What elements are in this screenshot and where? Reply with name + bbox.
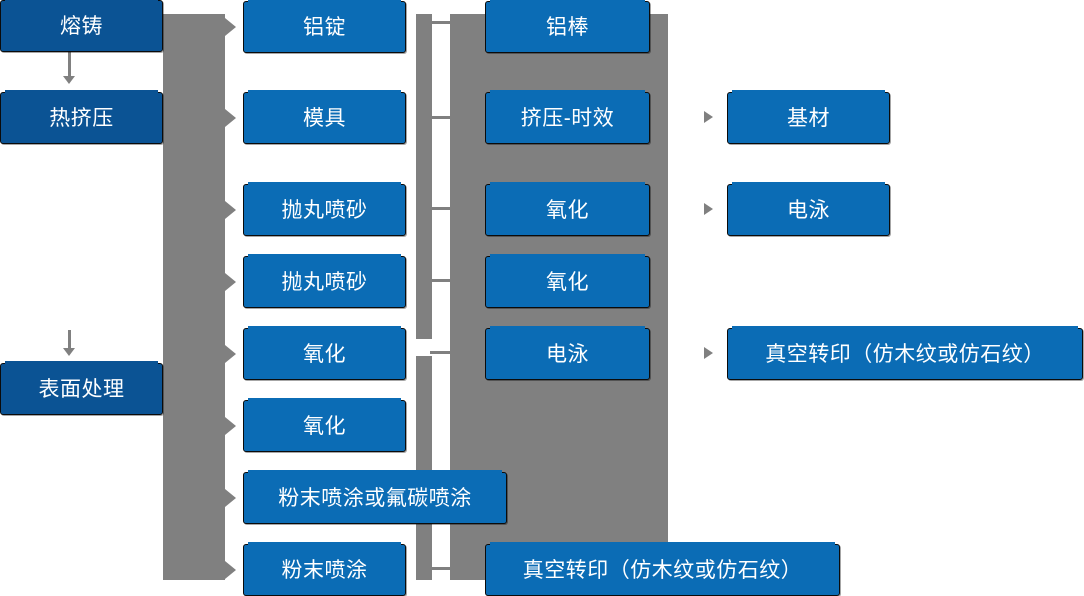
arrow-down-to-hot-extrusion [63,76,75,84]
node-label: 铝棒 [546,15,589,39]
node-label: 氧化 [546,198,589,222]
node-cap [490,326,645,329]
node-hot-extrusion[interactable]: 热挤压 [0,90,163,144]
node-label: 模具 [303,106,346,130]
connector-trunk-to-surface-treatment [68,330,71,350]
arrow-to-electrophoresis-2 [704,203,713,215]
connector-stage-to-input-trunk [163,14,225,580]
node-powder-coating[interactable]: 粉末喷涂 [243,542,406,596]
tick-aluminum-rod [430,21,454,24]
node-cap [5,90,158,93]
node-cap [490,90,645,93]
node-label: 挤压-时效 [520,106,615,130]
node-label: 表面处理 [38,377,125,401]
node-label: 氧化 [303,414,346,438]
connector-surface-treatment-stub [163,381,225,389]
node-cap [490,182,645,185]
node-cap [248,326,401,329]
node-label: 粉末喷涂或氟碳喷涂 [278,486,472,510]
connector-surface-treatment-out [163,387,187,390]
node-cap [732,326,1078,329]
node-melt-cast[interactable]: 熔铸 [0,0,163,52]
connector-input-rail-lower [416,356,432,580]
node-cap [248,90,401,93]
node-cap [248,0,401,2]
node-cap [490,0,645,2]
node-cap [490,542,835,545]
arrow-to-base-material [704,111,713,123]
node-label: 真空转印（仿木纹或仿石纹） [765,342,1045,366]
tick-extrusion-aging [430,116,454,119]
node-cap [248,182,401,185]
node-electrophoresis-2[interactable]: 电泳 [727,182,890,236]
node-oxidation-2[interactable]: 氧化 [243,398,406,452]
node-aluminum-rod[interactable]: 铝棒 [485,0,650,53]
node-cap [490,254,645,257]
node-electrophoresis-1[interactable]: 电泳 [485,326,650,380]
node-label: 铝锭 [303,15,346,39]
arrow-to-powder-coating [225,561,236,579]
arrow-to-vacuum-transfer [704,347,713,359]
node-label: 氧化 [546,270,589,294]
node-extrusion-aging[interactable]: 挤压-时效 [485,90,650,144]
node-oxidation-1[interactable]: 氧化 [243,326,406,380]
node-label: 抛丸喷砂 [281,198,368,222]
node-label: 熔铸 [60,14,103,38]
tick-oxidation-3 [430,207,454,210]
tick-oxidation-4 [430,279,454,282]
arrow-to-oxidation-2 [225,417,236,435]
node-oxidation-4[interactable]: 氧化 [485,254,650,308]
connector-melt-to-extrusion [68,52,71,78]
node-vacuum-transfer[interactable]: 真空转印（仿木纹或仿石纹） [727,326,1083,380]
node-label: 电泳 [546,342,589,366]
node-mold[interactable]: 模具 [243,90,406,144]
node-label: 粉末喷涂 [281,558,368,582]
node-label: 热挤压 [49,106,114,130]
tick-electrophoresis-1 [430,351,454,354]
arrow-down-to-surface-treatment [63,348,75,356]
node-powder-or-pvdf[interactable]: 粉末喷涂或氟碳喷涂 [243,470,507,524]
node-cap [732,90,885,93]
connector-input-rail-upper [416,14,432,339]
node-cap [248,542,401,545]
arrow-to-mold [225,109,236,127]
node-label: 基材 [787,106,830,130]
node-label: 电泳 [787,198,830,222]
node-shot-blast-1[interactable]: 抛丸喷砂 [243,182,406,236]
node-label: 氧化 [303,342,346,366]
node-shot-blast-2[interactable]: 抛丸喷砂 [243,254,406,308]
node-cap [5,361,158,364]
arrow-to-powder-or-pvdf [225,489,236,507]
node-cap [248,398,401,401]
node-cap [732,182,885,185]
arrow-to-shot-blast-2 [225,273,236,291]
node-vacuum-transfer-bottom[interactable]: 真空转印（仿木纹或仿石纹） [485,542,840,596]
node-base-material[interactable]: 基材 [727,90,890,144]
node-cap [248,470,502,473]
tick-vacuum-transfer-bottom [430,567,454,570]
connector-melt-cast-stub [163,14,225,30]
node-cap [5,0,158,1]
node-cap [248,254,401,257]
arrow-to-oxidation-1 [225,345,236,363]
arrow-to-aluminum-ingot [225,18,236,36]
node-label: 真空转印（仿木纹或仿石纹） [522,558,803,582]
node-oxidation-3[interactable]: 氧化 [485,182,650,236]
arrow-to-shot-blast-1 [225,201,236,219]
node-surface-treatment[interactable]: 表面处理 [0,361,163,415]
node-aluminum-ingot[interactable]: 铝锭 [243,0,406,53]
node-label: 抛丸喷砂 [281,270,368,294]
